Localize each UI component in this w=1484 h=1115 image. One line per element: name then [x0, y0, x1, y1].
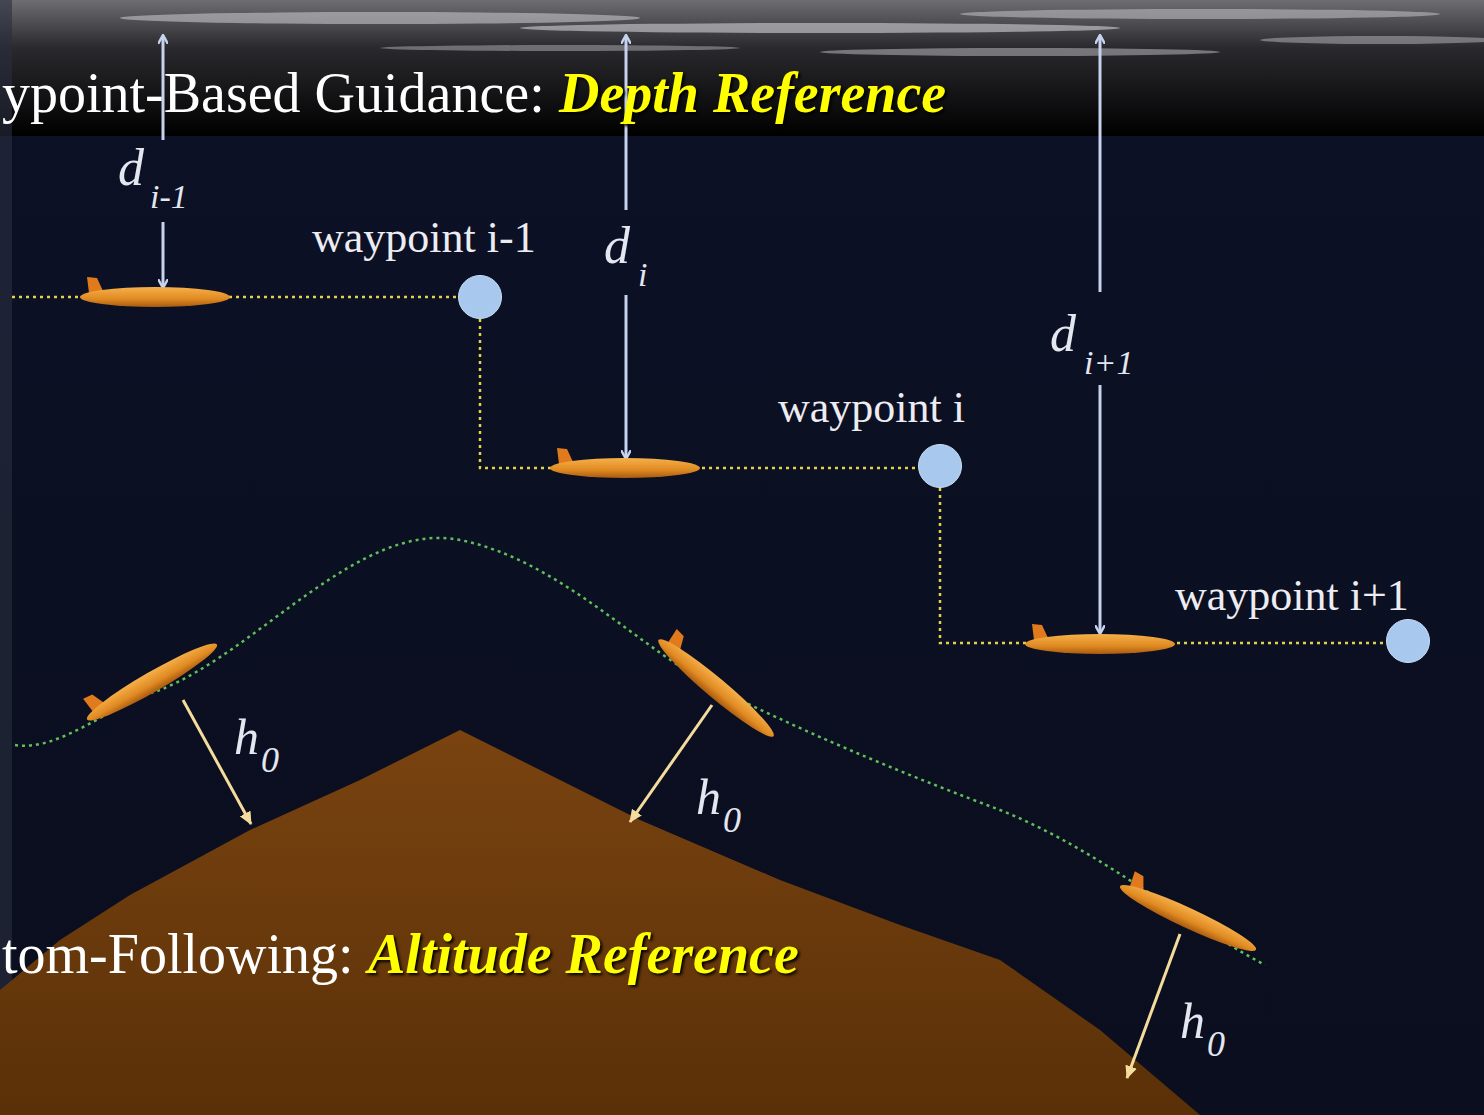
depth-symbol: d	[1050, 308, 1076, 360]
waypoint-label: waypoint i-1	[312, 216, 536, 260]
waypoint-circle	[918, 444, 962, 488]
surface-band	[0, 0, 1484, 136]
symbol-subscript: i	[638, 258, 647, 292]
altitude-symbol: h	[696, 772, 721, 822]
lead-out-path	[1430, 644, 1484, 645]
altitude-path	[15, 538, 1265, 965]
waypoint-node: waypoint i+1	[1175, 574, 1409, 618]
depth-arrows	[163, 36, 1100, 633]
waypoint-circle	[1386, 619, 1430, 663]
altitude-arrows	[183, 700, 1180, 1078]
symbol-subscript: 0	[1207, 1026, 1225, 1062]
waypoint-circle	[458, 275, 502, 319]
altitude-symbol: h	[1180, 996, 1205, 1046]
section-heading: tom-Following:	[2, 926, 354, 982]
waypoint-node: waypoint i-1	[312, 216, 536, 260]
section-heading: ypoint-Based Guidance:	[2, 65, 545, 121]
section-heading-emphasis: Altitude Reference	[368, 926, 799, 982]
depth-path	[940, 488, 1386, 643]
altitude-symbol: h	[234, 712, 259, 762]
auv-vehicle	[550, 448, 700, 478]
auv-vehicle	[77, 627, 222, 728]
seabed-mountain	[0, 730, 1200, 1115]
symbol-subscript: 0	[723, 802, 741, 838]
surface-waves	[120, 9, 1484, 56]
auv-vehicle	[652, 624, 786, 743]
symbol-subscript: 0	[261, 742, 279, 778]
section-heading-emphasis: Depth Reference	[559, 65, 946, 121]
symbol-subscript: i-1	[150, 180, 188, 214]
symbol-subscript: i+1	[1084, 346, 1133, 380]
auv-vehicle	[80, 277, 230, 307]
auv-vehicle	[1116, 868, 1265, 959]
waypoint-node: waypoint i	[778, 386, 965, 430]
waypoint-label: waypoint i	[778, 386, 965, 430]
lead-in-path	[12, 296, 458, 299]
waypoint-label: waypoint i+1	[1175, 574, 1409, 618]
auv-vehicle	[1025, 624, 1175, 654]
depth-symbol: d	[118, 142, 144, 194]
depth-symbol: d	[604, 220, 630, 272]
